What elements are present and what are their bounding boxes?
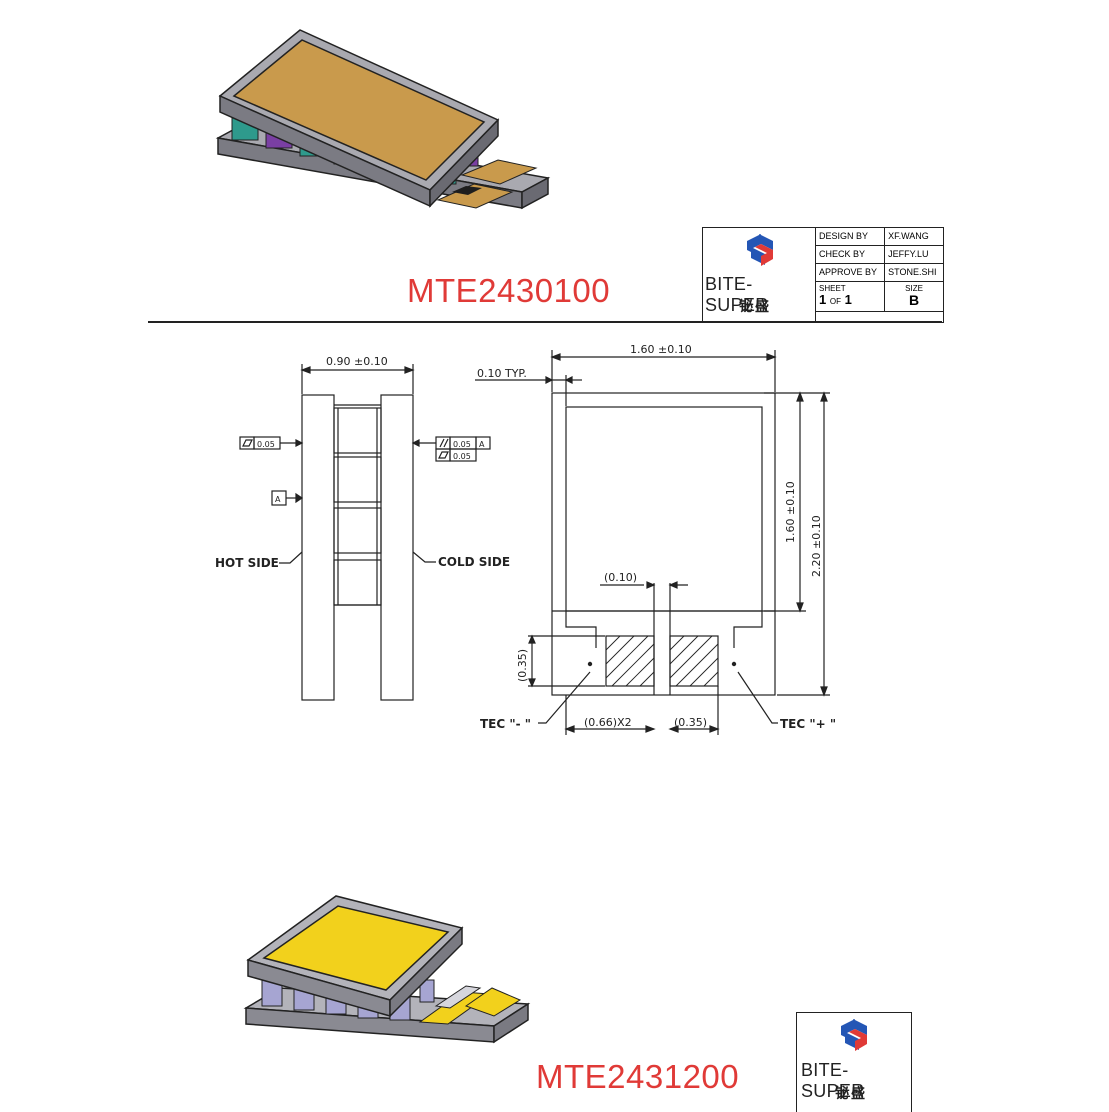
total-height-dim: 2.20 ±0.10 (810, 515, 823, 577)
bottom-module-render (243, 895, 531, 1044)
inner-height-dim: 1.60 ±0.10 (784, 481, 797, 543)
pad-height-dim: (0.35) (516, 649, 529, 682)
engineering-drawing: 0.90 ±0.10 0.05 0.05 A 0.05 A HOT SIDE C… (215, 343, 836, 735)
top-width-dim: 1.60 ±0.10 (630, 343, 692, 356)
sheet-number: 1 (819, 292, 827, 307)
pad-width-dim: (0.66)X2 (584, 716, 632, 729)
side-width-dim: 0.90 ±0.10 (326, 355, 388, 368)
parallel-ref: A (479, 440, 485, 449)
sheet-cell: SHEET 1 OF 1 (814, 281, 886, 312)
brand-name-cn: 铋盛 (739, 299, 771, 315)
top-view (551, 392, 776, 696)
approve-by-label: APPROVE BY (814, 263, 886, 282)
datum-label: A (275, 495, 281, 504)
approve-by-value: STONE.SHI (884, 263, 944, 282)
flatness-right: 0.05 (453, 452, 471, 461)
flatness-left: 0.05 (257, 440, 275, 449)
design-by-value: XF.WANG (884, 227, 944, 246)
sheet-total: 1 (844, 292, 852, 307)
sheet-label: SHEET (819, 284, 846, 293)
design-by-label: DESIGN BY (814, 227, 886, 246)
top-module-render (215, 29, 551, 210)
side-view (301, 394, 414, 701)
bottom-model-number: MTE2431200 (536, 1058, 740, 1095)
title-block-top: BITE-SUPER 铋盛 DESIGN BY XF.WANG CHECK BY… (702, 227, 944, 323)
brand-name-en-bottom: BITE-SUPER (801, 1060, 865, 1101)
hot-side-label: HOT SIDE (215, 556, 279, 570)
top-model-number: MTE2430100 (407, 272, 611, 309)
check-by-label: CHECK BY (814, 245, 886, 264)
pad-gap-dim: (0.35) (674, 716, 707, 729)
bite-super-logo-icon (841, 1019, 867, 1051)
sheet-of: OF (829, 297, 841, 306)
check-by-value: JEFFY.LU (884, 245, 944, 264)
gap-dim: (0.10) (604, 571, 637, 584)
size-cell: SIZE B (884, 281, 944, 312)
cold-side-label: COLD SIDE (438, 555, 510, 569)
title-block-bottom: BITE-SUPER 铋盛 (796, 1012, 912, 1112)
tec-plus-label: TEC "+ " (780, 717, 836, 731)
brand-name-cn-bottom: 铋盛 (835, 1086, 867, 1102)
wall-dim: 0.10 TYP. (477, 367, 527, 380)
brand-panel: BITE-SUPER 铋盛 (703, 228, 816, 322)
approval-table: DESIGN BY XF.WANG CHECK BY JEFFY.LU APPR… (814, 227, 944, 312)
size-label: SIZE (905, 284, 923, 293)
size-value: B (909, 292, 920, 308)
brand-name-en: BITE-SUPER (705, 274, 769, 315)
parallel-right: 0.05 (453, 440, 471, 449)
tec-minus-label: TEC "- " (480, 717, 531, 731)
bite-super-logo-icon (747, 234, 773, 266)
section-divider (148, 321, 942, 323)
